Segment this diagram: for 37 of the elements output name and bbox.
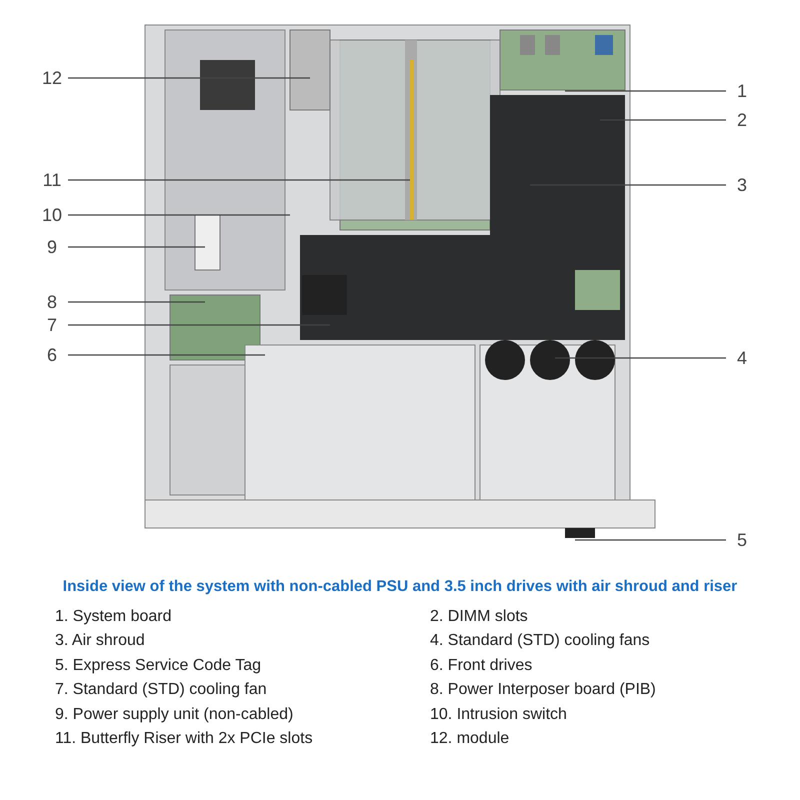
legend-item: 1. System board [55, 608, 172, 626]
legend-item: 7. Standard (STD) cooling fan [55, 681, 267, 700]
callout-number: 3 [728, 174, 756, 196]
leader-line [68, 301, 205, 303]
callout-number: 2 [728, 109, 756, 131]
leader-line [68, 324, 330, 326]
callout-number: 8 [38, 291, 66, 313]
legend-item: 12. module [430, 730, 510, 748]
legend-item: 9. Power supply unit (non-cabled) [55, 706, 294, 724]
legend-item: 8. Power Interposer board (PIB) [430, 681, 656, 700]
legend-item: 3. Air shroud [55, 632, 145, 650]
legend-item: 11. Butterfly Riser with 2x PCIe slots [55, 730, 313, 748]
leader-line [68, 77, 310, 79]
callout-number: 5 [728, 529, 756, 551]
leader-line [68, 214, 290, 216]
legend-item: 10. Intrusion switch [430, 706, 567, 724]
legend-item: 4. Standard (STD) cooling fans [430, 632, 650, 650]
leader-line [68, 354, 265, 356]
legend-item: 6. Front drives [430, 656, 532, 675]
legend-item: 5. Express Service Code Tag [55, 656, 262, 675]
leader-line [575, 539, 726, 541]
callout-number: 10 [38, 204, 66, 226]
leader-line [530, 184, 726, 186]
callout-number: 7 [38, 314, 66, 336]
callout-number: 1 [728, 80, 756, 102]
leader-line [68, 179, 410, 181]
leader-line [600, 119, 726, 121]
callout-number: 4 [728, 347, 756, 369]
leader-line [68, 246, 205, 248]
callout-number: 6 [38, 344, 66, 366]
callout-number: 11 [38, 169, 66, 191]
callout-number: 9 [38, 236, 66, 258]
callout-number: 12 [38, 67, 66, 89]
leader-line [565, 90, 726, 92]
leader-line [555, 357, 726, 359]
legend-item: 2. DIMM slots [430, 608, 528, 626]
figure-title: Inside view of the system with non-cabled PSU and 3.5 inch drives with air shroud and riser [62, 578, 738, 596]
